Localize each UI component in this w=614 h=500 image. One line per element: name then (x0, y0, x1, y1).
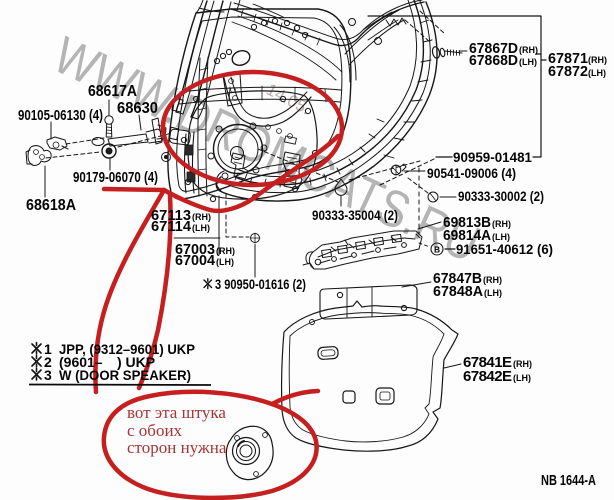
svg-text:(LH): (LH) (492, 232, 510, 242)
svg-text:1: 1 (44, 341, 52, 357)
svg-text:69813B: 69813B (443, 214, 491, 231)
svg-text:68630: 68630 (117, 100, 158, 117)
svg-text:B: B (434, 245, 440, 255)
svg-text:(RH): (RH) (519, 45, 538, 55)
svg-text:) UKP: ) UKP (117, 354, 155, 370)
svg-text:68618A: 68618A (26, 197, 76, 214)
svg-text:67867D: 67867D (469, 40, 518, 57)
svg-text:67113: 67113 (151, 207, 191, 224)
svg-text:с обоих: с обоих (127, 421, 183, 440)
svg-text:67004: 67004 (175, 252, 216, 269)
svg-text:67841E: 67841E (463, 354, 512, 371)
svg-text:NB 1644-A: NB 1644-A (541, 472, 596, 489)
svg-text:90333-35004 (2): 90333-35004 (2) (312, 207, 398, 223)
svg-text:67848A: 67848A (433, 283, 483, 300)
svg-text:(RH): (RH) (216, 246, 235, 256)
svg-text:90959-01481: 90959-01481 (453, 149, 532, 165)
svg-text:(RH): (RH) (588, 55, 607, 65)
svg-text:90541-09006 (4): 90541-09006 (4) (427, 165, 516, 181)
svg-text:сторон нужна: сторон нужна (127, 438, 227, 457)
svg-text:90105-06130 (4): 90105-06130 (4) (18, 108, 103, 124)
svg-text:67114: 67114 (151, 218, 192, 235)
svg-text:67868D: 67868D (469, 52, 518, 69)
svg-text:68617A: 68617A (88, 83, 137, 100)
svg-text:67872: 67872 (548, 63, 588, 80)
svg-text:(LH): (LH) (484, 288, 502, 298)
svg-text:67847B: 67847B (433, 270, 482, 287)
svg-text:(LH): (LH) (192, 223, 210, 233)
svg-text:(RH): (RH) (483, 275, 502, 285)
svg-text:3 90950-01616 (2): 3 90950-01616 (2) (215, 277, 306, 292)
svg-text:(9601–: (9601– (59, 354, 103, 370)
svg-text:(RH): (RH) (513, 359, 532, 369)
svg-text:(LH): (LH) (216, 257, 234, 267)
svg-text:2: 2 (44, 354, 52, 370)
svg-text:67003: 67003 (175, 241, 215, 258)
svg-text:(LH): (LH) (513, 373, 531, 383)
svg-text:90333-30002 (2): 90333-30002 (2) (458, 188, 544, 204)
svg-text:67871: 67871 (548, 50, 588, 67)
svg-text:(RH): (RH) (192, 212, 211, 222)
svg-text:W (DOOR SPEAKER): W (DOOR SPEAKER) (59, 367, 191, 383)
svg-text:69814A: 69814A (443, 227, 491, 244)
svg-text:вот эта штука: вот эта штука (127, 403, 226, 422)
svg-text:(LH): (LH) (519, 57, 537, 67)
svg-text:3: 3 (44, 367, 52, 383)
svg-text:JPP, (9312–9601) UKP: JPP, (9312–9601) UKP (59, 341, 195, 357)
svg-text:67842E: 67842E (463, 368, 512, 385)
svg-text:90179-06070 (4): 90179-06070 (4) (73, 170, 158, 186)
svg-text:(RH): (RH) (492, 219, 511, 229)
svg-text:91651-40612 (6): 91651-40612 (6) (456, 241, 553, 257)
svg-text:(LH): (LH) (588, 68, 606, 78)
